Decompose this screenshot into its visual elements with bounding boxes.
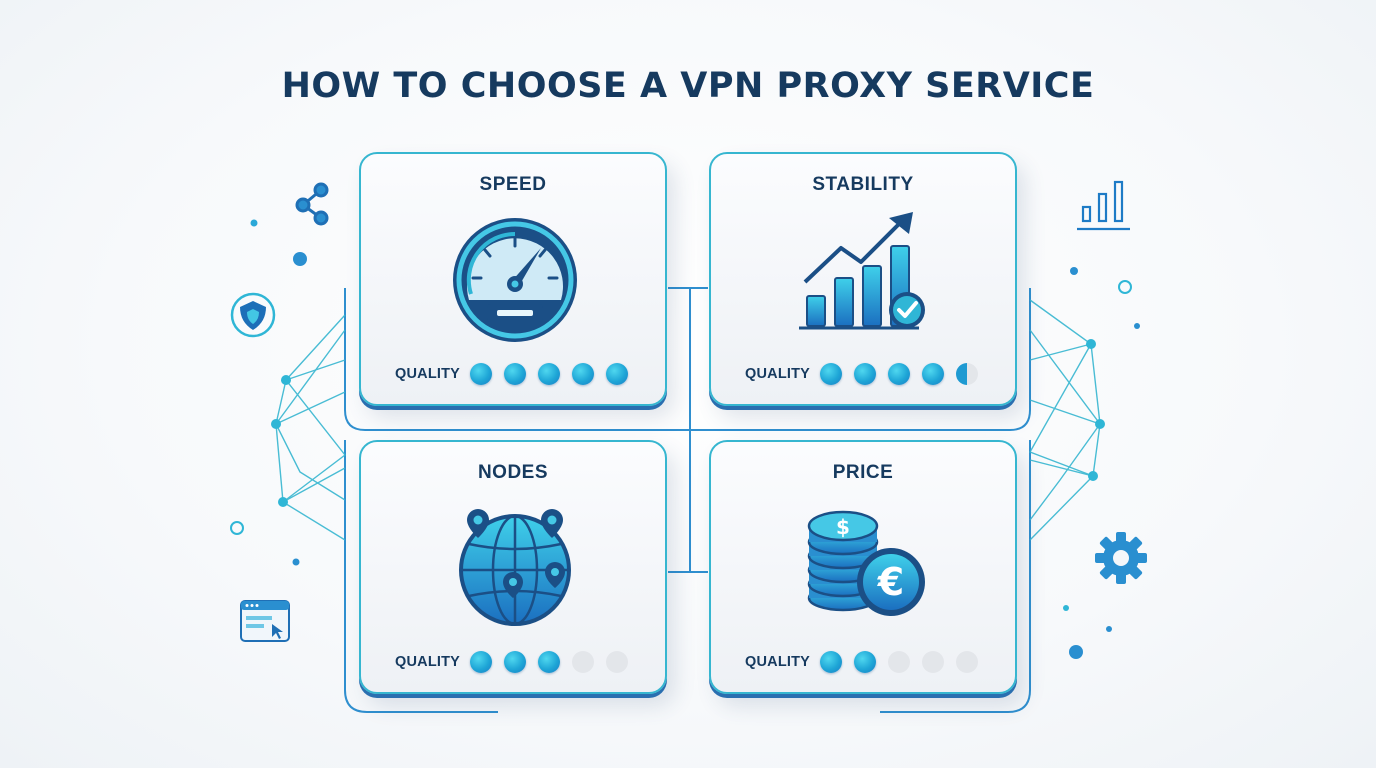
card-label: PRICE — [832, 462, 894, 483]
quality-rating: QUALITY — [395, 651, 629, 673]
quality-label: QUALITY — [395, 654, 461, 670]
quality-rating: QUALITY — [745, 651, 979, 673]
card-price: PRICE $ € QUALITY — [709, 440, 1017, 694]
card-nodes: NODES QUALITY — [359, 440, 667, 694]
rating-dots — [470, 651, 629, 673]
rating-dots — [470, 363, 629, 385]
rating-dot — [504, 651, 527, 673]
rating-dot — [538, 363, 561, 385]
rating-dot — [888, 651, 911, 673]
rating-dot — [922, 651, 945, 673]
rating-dot — [956, 363, 979, 385]
rating-dot — [538, 651, 561, 673]
shield-icon — [230, 292, 276, 338]
rating-dot — [820, 363, 843, 385]
rating-dot — [922, 363, 945, 385]
left-network-nodes — [271, 375, 291, 507]
rating-dot — [470, 363, 493, 385]
rating-dot — [888, 363, 911, 385]
quality-rating: QUALITY — [395, 363, 629, 385]
left-network — [275, 314, 346, 541]
bar-chart-icon — [1077, 180, 1130, 231]
quality-rating: QUALITY — [745, 363, 979, 385]
card-stability: STABILITY QUALITY — [709, 152, 1017, 406]
rating-dots — [820, 363, 979, 385]
page-title: HOW TO CHOOSE A VPN PROXY SERVICE — [281, 66, 1095, 106]
rating-dot — [854, 651, 877, 673]
card-label: STABILITY — [812, 174, 914, 195]
rating-dot — [606, 651, 629, 673]
right-network-nodes — [1086, 339, 1105, 481]
quality-label: QUALITY — [745, 654, 811, 670]
rating-dot — [606, 363, 629, 385]
right-network — [1028, 299, 1102, 541]
scatter-dots — [230, 219, 1140, 659]
quality-label: QUALITY — [395, 366, 461, 382]
map-pins — [467, 509, 565, 598]
rating-dots — [820, 651, 979, 673]
rating-dot — [820, 651, 843, 673]
rating-dot — [572, 651, 595, 673]
rising-chart-check-icon — [799, 212, 925, 330]
rating-dot — [854, 363, 877, 385]
browser-window-icon — [240, 600, 290, 642]
quality-label: QUALITY — [745, 366, 811, 382]
globe-pins-icon — [459, 509, 571, 626]
speedometer-icon — [453, 218, 577, 342]
card-speed: SPEED QUALITY — [359, 152, 667, 406]
connector-lines — [344, 287, 1031, 713]
euro-symbol: € — [877, 560, 904, 604]
coins-euro-icon: $ € — [807, 510, 925, 616]
dollar-symbol: $ — [836, 515, 850, 539]
rating-dot — [470, 651, 493, 673]
rating-dot — [956, 651, 979, 673]
card-label: SPEED — [479, 174, 547, 195]
rating-dot — [572, 363, 595, 385]
share-icon — [295, 182, 329, 226]
gear-icon — [1095, 532, 1147, 584]
card-label: NODES — [477, 462, 549, 483]
rating-dot — [504, 363, 527, 385]
